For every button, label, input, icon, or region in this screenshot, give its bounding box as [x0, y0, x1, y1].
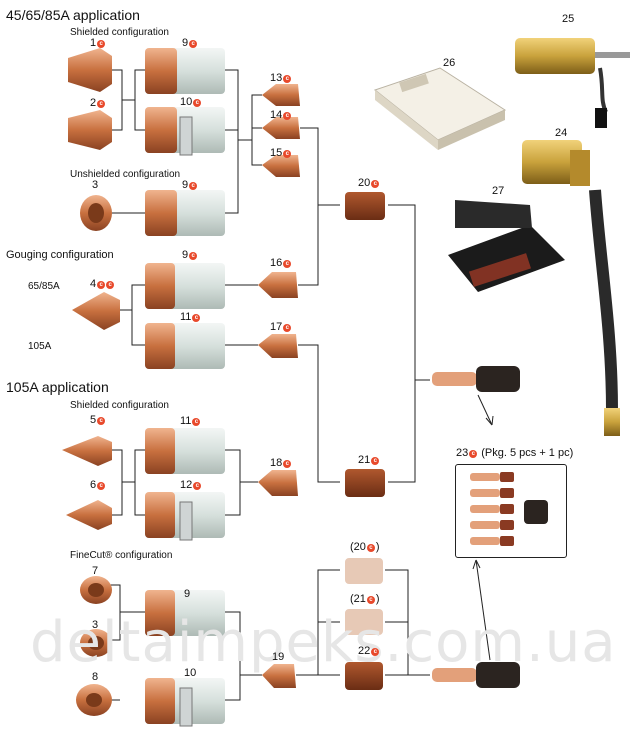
- badge-icon: c: [366, 595, 375, 604]
- heading-gouging-configuration: Gouging configuration: [6, 249, 114, 261]
- badge-icon: c: [192, 313, 201, 322]
- badge-icon: c: [283, 259, 292, 268]
- shield-caps: [62, 48, 120, 716]
- badge-icon: c: [97, 481, 106, 490]
- badge-icon: c: [283, 323, 292, 332]
- badge-icon: c: [283, 459, 292, 468]
- badge-icon: c: [97, 99, 106, 108]
- badge-icon: c: [193, 481, 202, 490]
- badge-icon: c: [97, 416, 106, 425]
- badge-icon: c: [366, 543, 375, 552]
- part-label-3: 3: [92, 179, 99, 191]
- swirl-rings: [345, 192, 385, 690]
- heading-shielded-configuration-105: Shielded configuration: [70, 400, 169, 411]
- badge-icon: c: [189, 181, 198, 190]
- torch-24: [522, 140, 620, 436]
- badge-icon: c: [283, 111, 292, 120]
- badge-icon: c: [193, 98, 202, 107]
- part-label-3b: 3: [92, 619, 99, 631]
- badge-icon: c: [97, 39, 106, 48]
- electrode-package-box: [455, 464, 567, 558]
- label-105a: 105A: [28, 341, 52, 352]
- badge-icon: c: [97, 280, 106, 289]
- part-label-19: 19: [272, 651, 285, 663]
- part-label-8: 8: [92, 671, 99, 683]
- electrodes: [432, 366, 548, 688]
- heading-finecut-configuration: FineCut® configuration: [70, 550, 173, 561]
- badge-icon: c: [189, 251, 198, 260]
- part-label-9d: 9: [184, 588, 191, 600]
- heading-105a-application: 105A application: [6, 379, 109, 395]
- badge-icon: c: [192, 417, 201, 426]
- badge-icon: c: [189, 39, 198, 48]
- badge-icon: c: [283, 74, 292, 83]
- part-label-10b: 10: [184, 667, 197, 679]
- badge-icon: c: [371, 647, 380, 656]
- torch-head-25: [515, 38, 630, 128]
- badge-icon: c: [371, 179, 380, 188]
- heading-45-65-85-application: 45/65/85A application: [6, 7, 140, 23]
- nozzles: [258, 84, 300, 688]
- part-label-7: 7: [92, 565, 99, 577]
- heading-unshielded-configuration: Unshielded configuration: [70, 169, 181, 180]
- label-65-85a: 65/85A: [28, 281, 60, 292]
- part-label-25: 25: [562, 13, 575, 25]
- badge-icon: c: [106, 280, 115, 289]
- part-label-26: 26: [443, 57, 456, 69]
- consumables-box-26: [373, 67, 507, 150]
- badge-icon: c: [283, 149, 292, 158]
- retaining-caps: [145, 48, 225, 727]
- part-label-27: 27: [492, 185, 505, 197]
- badge-icon: c: [371, 456, 380, 465]
- part-label-24: 24: [555, 127, 568, 139]
- watermark: deltaimpeks.com.ua: [30, 610, 617, 675]
- badge-icon: c: [469, 449, 478, 458]
- consumables-case-27: [448, 200, 565, 292]
- connector-lines: [110, 69, 494, 701]
- heading-shielded-configuration: Shielded configuration: [70, 27, 169, 38]
